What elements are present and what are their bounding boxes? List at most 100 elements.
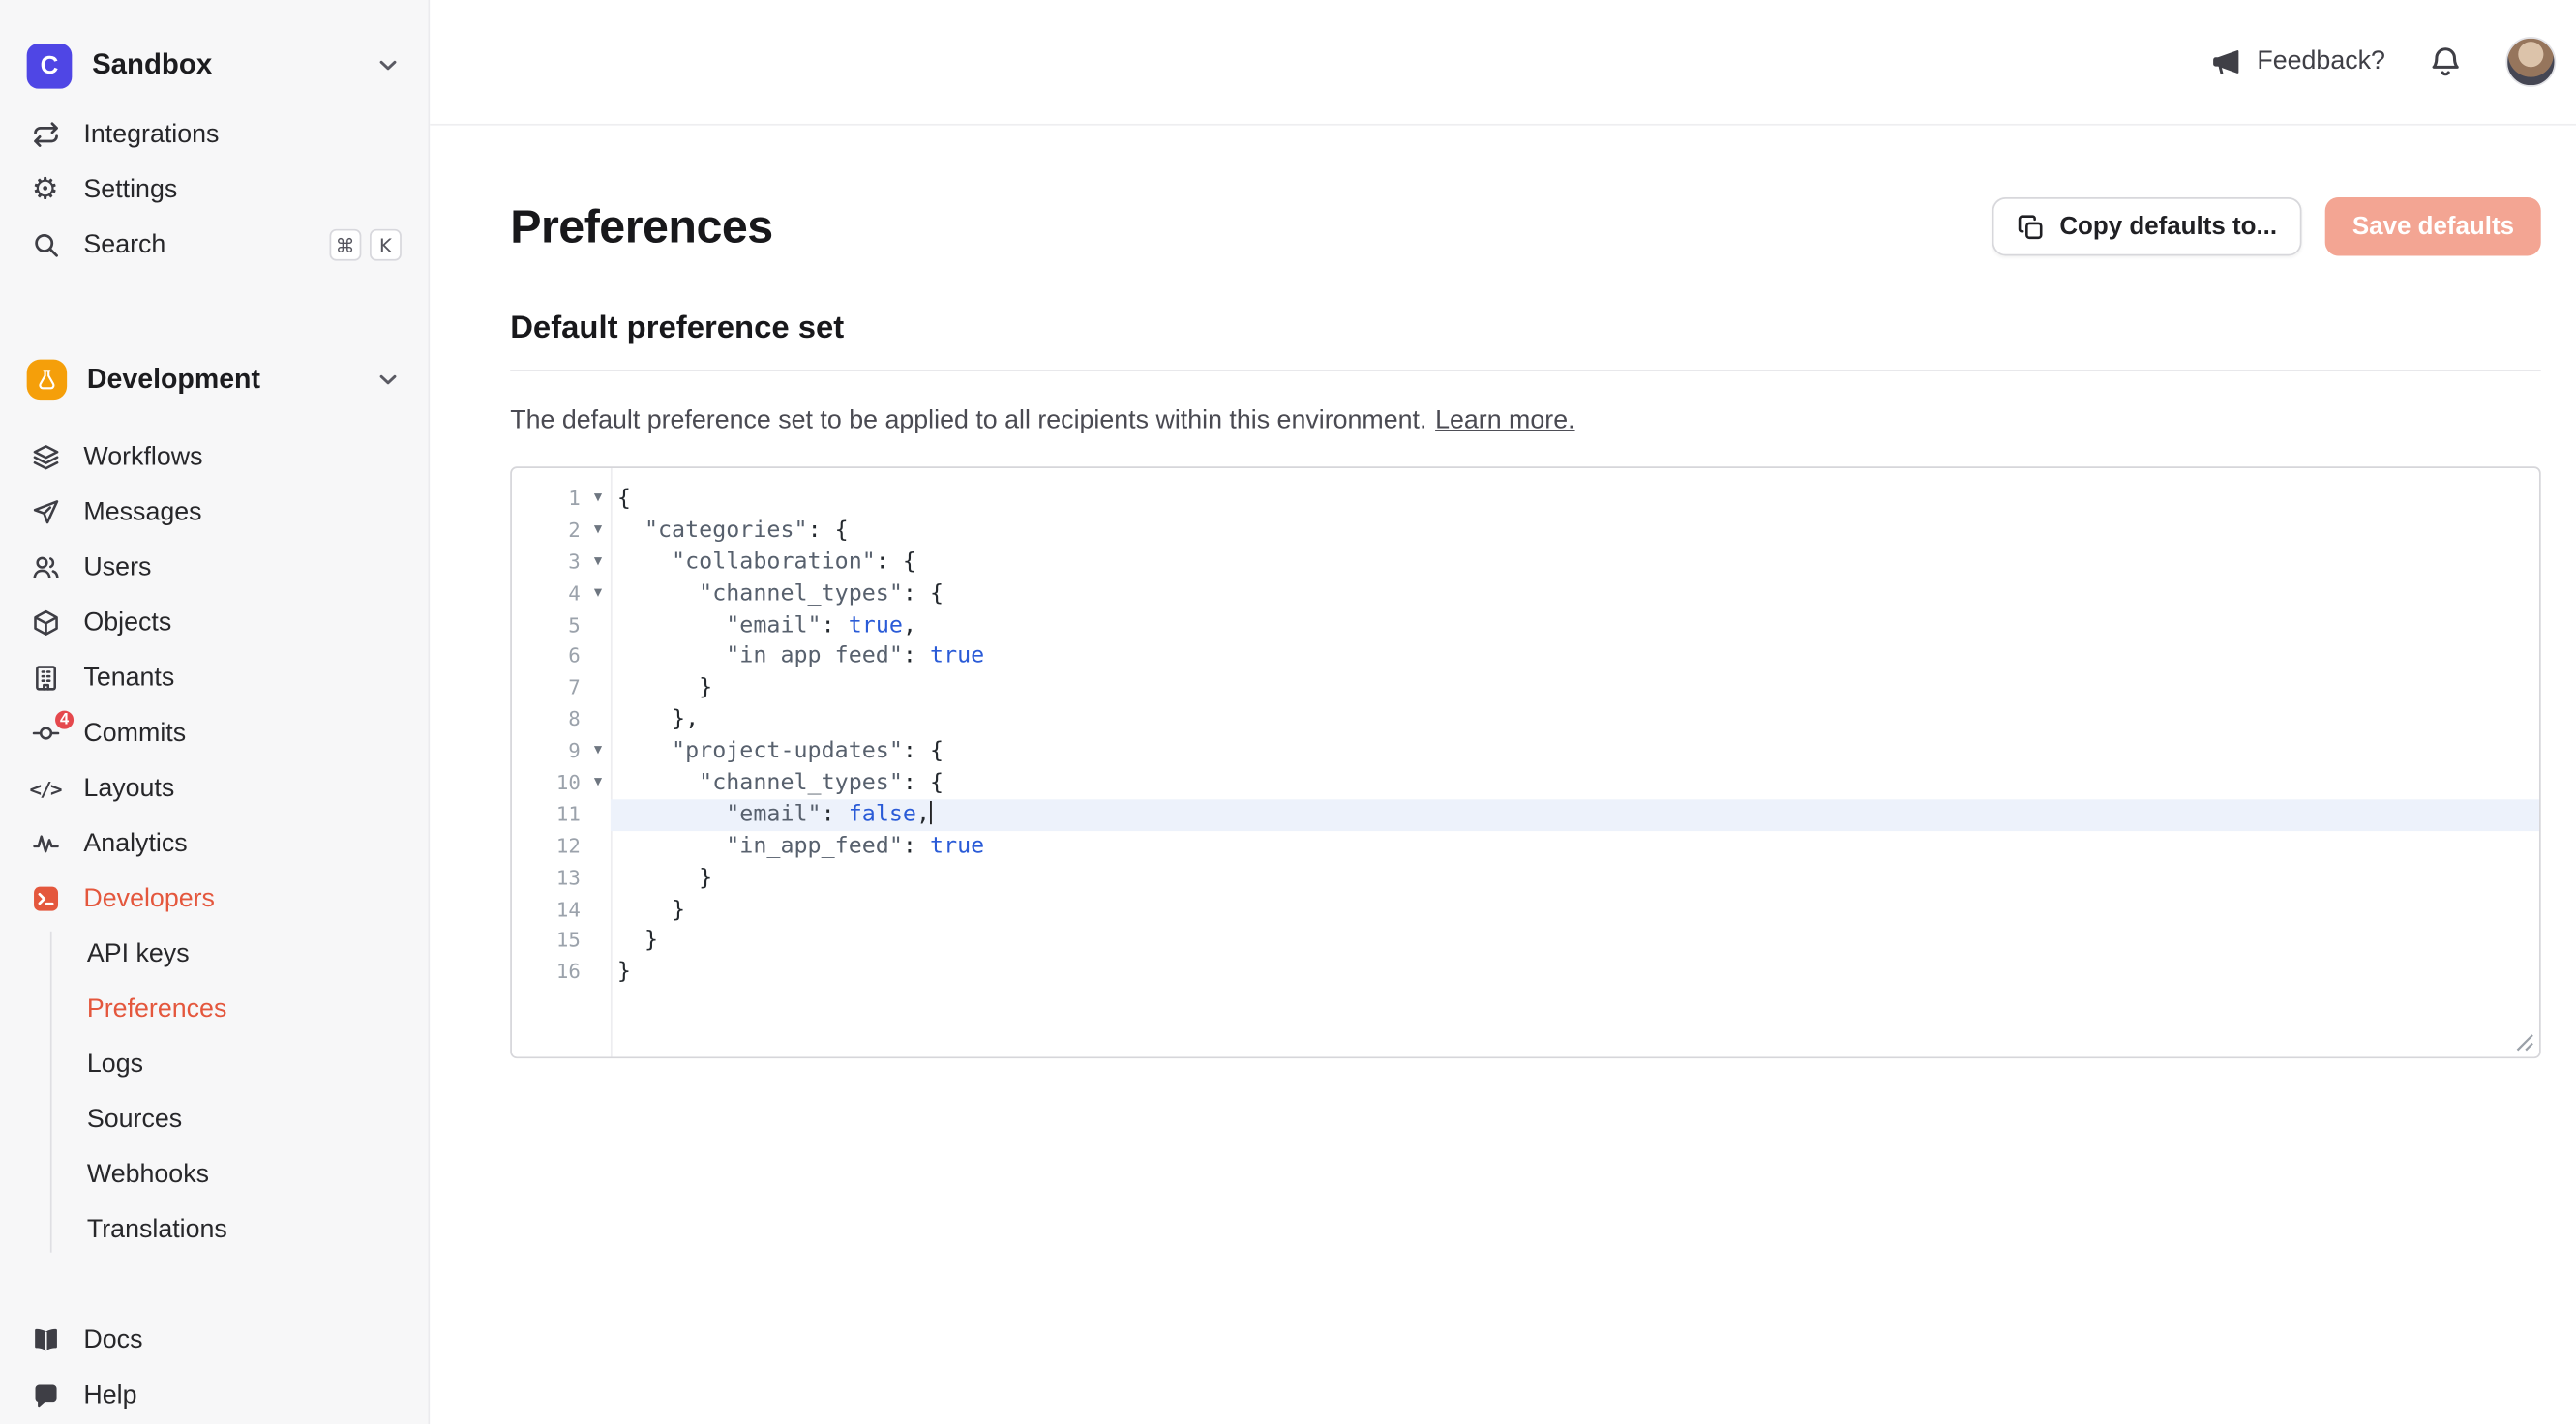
fold-toggle-icon[interactable]: ▾ (585, 547, 611, 578)
sidebar-bottom-nav: Docs Help (0, 1313, 429, 1424)
sidebar-item-label: Users (83, 552, 151, 582)
sidebar-item-label: Help (83, 1380, 136, 1410)
code-line[interactable]: 6 "in_app_feed": true (512, 641, 2539, 673)
sidebar-top-nav: Integrations ⚙ Settings Search ⌘ K (0, 107, 429, 273)
sidebar-item-label: Objects (83, 608, 171, 638)
code-line[interactable]: 3▾ "collaboration": { (512, 547, 2539, 578)
sidebar-item-preferences[interactable]: Preferences (0, 982, 429, 1037)
sidebar-item-translations[interactable]: Translations (0, 1202, 429, 1258)
sidebar-item-tenants[interactable]: Tenants (0, 650, 429, 705)
sidebar-item-label: Tenants (83, 663, 174, 693)
text-cursor (930, 801, 932, 824)
sidebar-item-label: Preferences (87, 994, 226, 1024)
sidebar-item-sources[interactable]: Sources (0, 1092, 429, 1147)
line-number: 14 (512, 894, 585, 926)
environment-name: Development (87, 364, 260, 396)
code-line[interactable]: 1▾{ (512, 484, 2539, 516)
building-icon (27, 664, 64, 692)
sidebar-item-layouts[interactable]: </> Layouts (0, 760, 429, 816)
code-line[interactable]: 7 } (512, 672, 2539, 704)
commits-count-badge: 4 (52, 707, 77, 732)
sidebar-item-search[interactable]: Search ⌘ K (0, 218, 429, 273)
copy-defaults-button[interactable]: Copy defaults to... (1992, 197, 2302, 255)
topbar: Feedback? (430, 0, 2576, 126)
code-line[interactable]: 14 } (512, 894, 2539, 926)
code-line[interactable]: 16} (512, 957, 2539, 989)
k-key-badge: K (370, 229, 402, 261)
code-line[interactable]: 4▾ "channel_types": { (512, 578, 2539, 610)
sidebar-item-commits[interactable]: 4 Commits (0, 705, 429, 760)
sidebar-item-users[interactable]: Users (0, 540, 429, 595)
sidebar-item-webhooks[interactable]: Webhooks (0, 1147, 429, 1202)
chevron-down-icon (374, 52, 402, 79)
fold-toggle-icon[interactable]: ▾ (585, 484, 611, 516)
code-line[interactable]: 9▾ "project-updates": { (512, 736, 2539, 768)
feedback-button[interactable]: Feedback? (2212, 46, 2385, 76)
section-title: Default preference set (510, 312, 2540, 348)
code-line[interactable]: 2▾ "categories": { (512, 515, 2539, 547)
line-number: 2 (512, 515, 585, 547)
developers-sub-nav: API keys Preferences Logs Sources Webhoo… (0, 927, 429, 1258)
chevron-down-icon (374, 367, 402, 394)
sidebar-item-messages[interactable]: Messages (0, 485, 429, 540)
sidebar-item-label: Messages (83, 497, 201, 527)
sidebar-item-label: Webhooks (87, 1160, 209, 1190)
sidebar-item-label: Docs (83, 1325, 142, 1355)
line-number: 8 (512, 704, 585, 736)
sidebar-item-workflows[interactable]: Workflows (0, 430, 429, 485)
fold-toggle-icon[interactable]: ▾ (585, 578, 611, 610)
line-number: 15 (512, 926, 585, 958)
workspace-logo: C (27, 43, 73, 88)
line-number: 5 (512, 609, 585, 641)
workspace-name: Sandbox (92, 48, 212, 82)
line-number: 3 (512, 547, 585, 578)
sidebar-item-label: Commits (83, 718, 186, 748)
line-number: 12 (512, 831, 585, 863)
code-line[interactable]: 8 }, (512, 704, 2539, 736)
environment-switcher[interactable]: Development (0, 351, 429, 408)
sidebar-item-objects[interactable]: Objects (0, 595, 429, 650)
sidebar-item-integrations[interactable]: Integrations (0, 107, 429, 163)
fold-toggle-icon[interactable]: ▾ (585, 515, 611, 547)
code-line[interactable]: 12 "in_app_feed": true (512, 831, 2539, 863)
sidebar-item-developers[interactable]: Developers (0, 872, 429, 927)
sidebar-item-docs[interactable]: Docs (0, 1313, 429, 1368)
code-line[interactable]: 13 } (512, 862, 2539, 894)
megaphone-icon (2212, 46, 2242, 76)
resize-handle-icon[interactable] (2516, 1033, 2534, 1052)
chat-bubble-icon (27, 1381, 64, 1409)
code-line[interactable]: 15 } (512, 926, 2539, 958)
sidebar-item-logs[interactable]: Logs (0, 1037, 429, 1092)
code-editor[interactable]: 1▾{2▾ "categories": {3▾ "collaboration":… (510, 466, 2540, 1058)
workspace-switcher[interactable]: C Sandbox (0, 37, 429, 94)
notifications-bell-icon[interactable] (2429, 45, 2463, 79)
sidebar-item-analytics[interactable]: Analytics (0, 816, 429, 872)
code-line[interactable]: 5 "email": true, (512, 609, 2539, 641)
sidebar-item-label: Search (83, 230, 165, 260)
fold-toggle-icon[interactable]: ▾ (585, 767, 611, 799)
cmd-key-badge: ⌘ (329, 229, 362, 261)
sidebar-item-settings[interactable]: ⚙ Settings (0, 163, 429, 218)
terminal-icon (27, 884, 64, 912)
page-title: Preferences (510, 200, 772, 253)
line-number: 7 (512, 672, 585, 704)
code-line[interactable]: 10▾ "channel_types": { (512, 767, 2539, 799)
pulse-icon (27, 829, 64, 857)
avatar[interactable] (2505, 37, 2556, 87)
section-description: The default preference set to be applied… (510, 406, 2540, 436)
learn-more-link[interactable]: Learn more. (1435, 406, 1574, 434)
sidebar-item-api-keys[interactable]: API keys (0, 927, 429, 982)
layers-icon (27, 443, 64, 471)
section-divider (510, 370, 2540, 371)
sidebar-environment-nav: Workflows Messages Users Objects (0, 430, 429, 926)
fold-toggle-icon[interactable]: ▾ (585, 736, 611, 768)
code-line[interactable]: 11 "email": false, (512, 799, 2539, 831)
sidebar-item-label: Logs (87, 1050, 143, 1080)
code-brackets-icon: </> (27, 777, 64, 800)
main-area: Feedback? Preferences Copy defaults to..… (430, 0, 2576, 1424)
sidebar-item-help[interactable]: Help (0, 1368, 429, 1423)
save-defaults-button[interactable]: Save defaults (2325, 197, 2540, 255)
line-number: 11 (512, 799, 585, 831)
sidebar-item-label: Translations (87, 1215, 227, 1245)
sidebar-item-label: API keys (87, 939, 190, 969)
